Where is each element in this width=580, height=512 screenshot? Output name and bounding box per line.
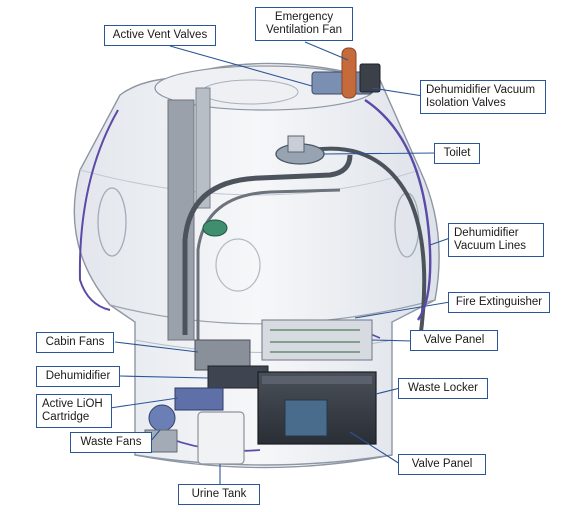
label-text: Emergency	[274, 11, 334, 23]
leader-valve-panel-upper	[371, 339, 413, 342]
label-text: Waste Fans	[80, 436, 142, 448]
window-left	[97, 187, 127, 257]
leader-active-vent-valves	[169, 45, 313, 87]
window-center	[215, 238, 261, 292]
label-waste-fans: Waste Fans	[70, 432, 152, 453]
label-text: Valve Panel	[423, 334, 485, 346]
label-text: Waste Locker	[408, 382, 478, 394]
leader-cabin-fans	[114, 341, 199, 353]
leader-valve-panel-lower	[349, 431, 401, 465]
cabin-fan-assembly	[194, 339, 251, 371]
label-emergency-ventilation-fan: Emergency Ventilation Fan	[255, 7, 353, 41]
leader-fire-extinguisher	[354, 301, 451, 319]
label-active-lioh-cartridge: Active LiOH Cartridge	[36, 394, 112, 428]
label-text: Urine Tank	[191, 488, 247, 500]
valve-panel-upper	[261, 319, 373, 361]
lioh-cartridge	[174, 387, 224, 411]
label-text: Ventilation Fan	[265, 24, 343, 36]
label-text: Active Vent Valves	[112, 29, 208, 41]
leader-dehumidifier	[119, 375, 209, 379]
label-text: Cartridge	[42, 411, 90, 423]
dehumidifier-vacuum-line	[364, 99, 432, 321]
leader-waste-locker	[375, 387, 401, 395]
label-text: Active LiOH	[42, 398, 103, 410]
label-toilet: Toilet	[434, 143, 480, 164]
label-urine-tank: Urine Tank	[178, 484, 260, 505]
label-text: Toilet	[443, 147, 471, 159]
label-dehumidifier: Dehumidifier	[36, 366, 120, 387]
label-active-vent-valves: Active Vent Valves	[104, 25, 216, 46]
urine-tank	[197, 411, 245, 465]
leader-dehum-valves	[371, 87, 424, 97]
label-dehumidifier-vacuum-lines: Dehumidifier Vacuum Lines	[448, 223, 544, 257]
label-valve-panel-lower: Valve Panel	[398, 454, 486, 475]
duct-loop	[182, 154, 353, 335]
leader-lines	[109, 41, 451, 485]
label-text: Isolation Valves	[426, 97, 506, 109]
label-fire-extinguisher: Fire Extinguisher	[448, 292, 550, 313]
label-dehumidifier-vacuum-isolation-valves: Dehumidifier Vacuum Isolation Valves	[420, 80, 546, 114]
label-text: Cabin Fans	[45, 336, 105, 348]
label-valve-panel-upper: Valve Panel	[410, 330, 498, 351]
leader-dehum-lines	[429, 237, 451, 246]
leader-lioh	[109, 397, 179, 409]
leader-emergency-fan	[304, 41, 349, 61]
label-waste-locker: Waste Locker	[398, 378, 488, 399]
label-text: Vacuum Lines	[454, 240, 527, 252]
label-text: Dehumidifier Vacuum	[426, 84, 536, 96]
label-text: Dehumidifier	[454, 227, 519, 239]
label-text: Fire Extinguisher	[455, 296, 543, 308]
label-cabin-fans: Cabin Fans	[36, 332, 114, 353]
waste-fan	[148, 404, 176, 432]
label-text: Valve Panel	[411, 458, 473, 470]
leader-toilet	[323, 152, 438, 155]
copper-fan-pipe	[341, 47, 357, 99]
label-text: Dehumidifier	[45, 370, 111, 382]
